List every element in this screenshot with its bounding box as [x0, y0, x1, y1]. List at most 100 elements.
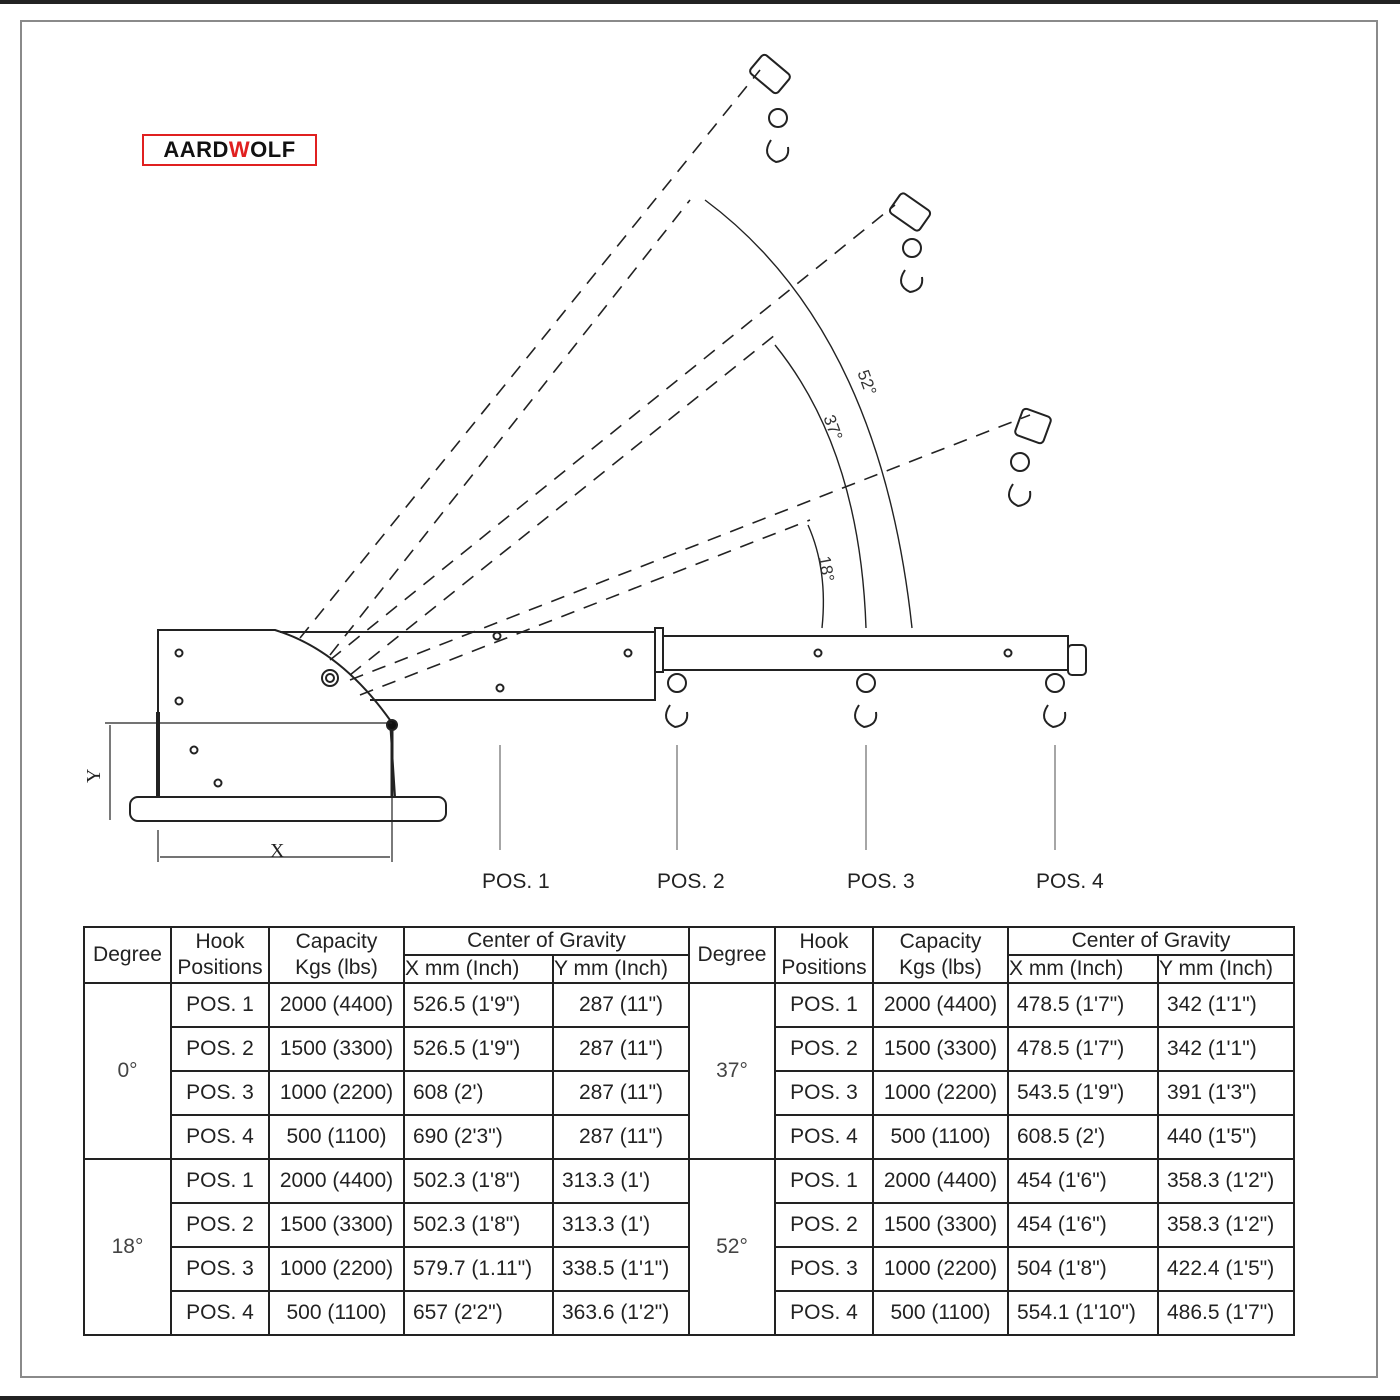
header-degree: Degree	[83, 926, 172, 984]
position-cell: POS. 3	[774, 1070, 874, 1116]
position-cell: POS. 1	[170, 1158, 270, 1204]
jib-boom-diagram: X Y 52° 37° 18°	[83, 53, 1087, 862]
capacity-cell: 500 (1100)	[872, 1114, 1009, 1160]
cog-x-cell: 543.5 (1'9")	[1007, 1070, 1159, 1116]
capacity-cell: 2000 (4400)	[268, 982, 405, 1028]
cog-y-cell: 358.3 (1'2")	[1157, 1158, 1295, 1204]
capacity-cell: 1000 (2200)	[872, 1246, 1009, 1292]
cog-y-cell: 287 (11")	[552, 982, 690, 1028]
position-cell: POS. 3	[170, 1246, 270, 1292]
table-subheader-row: X mm (Inch) Y mm (Inch) X mm (Inch) Y mm…	[84, 954, 1295, 984]
cog-x-cell: 454 (1'6")	[1007, 1158, 1159, 1204]
top-border	[0, 0, 1400, 4]
cog-y-cell: 363.6 (1'2")	[552, 1290, 690, 1336]
hook-pos3	[854, 673, 878, 729]
arc-37	[774, 344, 867, 629]
position-cell: POS. 4	[170, 1114, 270, 1160]
degree-cell: 0°	[83, 982, 172, 1160]
page-frame	[20, 20, 1378, 1378]
capacity-cell: 1500 (3300)	[268, 1026, 405, 1072]
cog-y-cell: 486.5 (1'7")	[1157, 1290, 1295, 1336]
cog-y-cell: 287 (11")	[552, 1114, 690, 1160]
capacity-cell: 1000 (2200)	[872, 1070, 1009, 1116]
header-degree: Degree	[688, 926, 776, 984]
header-y: Y mm (Inch)	[1157, 954, 1295, 984]
header-x: X mm (Inch)	[1007, 954, 1159, 984]
capacity-cell: 500 (1100)	[268, 1290, 405, 1336]
logo-text-left: AARD	[163, 137, 229, 162]
degree-cell: 52°	[688, 1158, 776, 1336]
cog-x-cell: 504 (1'8")	[1007, 1246, 1159, 1292]
cog-y-cell: 287 (11")	[552, 1026, 690, 1072]
pos-4-label: POS. 4	[1036, 870, 1104, 893]
capacity-cell: 1000 (2200)	[268, 1246, 405, 1292]
wolf-head-icon: W	[228, 137, 251, 162]
cog-x-cell: 454 (1'6")	[1007, 1202, 1159, 1248]
dim-x-label: X	[270, 840, 285, 862]
cog-y-cell: 313.3 (1')	[552, 1202, 690, 1248]
cog-x-cell: 690 (2'3")	[403, 1114, 554, 1160]
capacity-cell: 2000 (4400)	[872, 982, 1009, 1028]
cog-y-cell: 342 (1'1")	[1157, 1026, 1295, 1072]
capacity-cell: 500 (1100)	[268, 1114, 405, 1160]
position-cell: POS. 4	[774, 1290, 874, 1336]
angle-label-18: 18°	[815, 555, 838, 584]
angle-label-52: 52°	[854, 367, 881, 398]
degree-cell: 18°	[83, 1158, 172, 1336]
capacity-cell: 1500 (3300)	[268, 1202, 405, 1248]
capacity-cell: 2000 (4400)	[872, 1158, 1009, 1204]
hook-pos4	[1043, 673, 1067, 729]
base-bracket	[157, 629, 397, 798]
degree-cell: 37°	[688, 982, 776, 1160]
cog-y-cell: 287 (11")	[552, 1070, 690, 1116]
cog-x-cell: 657 (2'2")	[403, 1290, 554, 1336]
cog-y-cell: 313.3 (1')	[552, 1158, 690, 1204]
cog-x-cell: 579.7 (1.11")	[403, 1246, 554, 1292]
position-cell: POS. 4	[170, 1290, 270, 1336]
pos-2-label: POS. 2	[657, 870, 725, 893]
cog-y-cell: 422.4 (1'5")	[1157, 1246, 1295, 1292]
cog-x-cell: 554.1 (1'10")	[1007, 1290, 1159, 1336]
position-cell: POS. 2	[774, 1026, 874, 1072]
capacity-cell: 1000 (2200)	[268, 1070, 405, 1116]
angle-label-37: 37°	[820, 412, 847, 443]
position-cell: POS. 2	[170, 1202, 270, 1248]
hook-pos2	[665, 673, 689, 729]
pos-3-label: POS. 3	[847, 870, 915, 893]
cog-x-cell: 502.3 (1'8")	[403, 1158, 554, 1204]
cog-x-cell: 608 (2')	[403, 1070, 554, 1116]
cog-y-cell: 440 (1'5")	[1157, 1114, 1295, 1160]
arc-18	[807, 524, 825, 629]
position-cell: POS. 1	[170, 982, 270, 1028]
capacity-cell: 1500 (3300)	[872, 1202, 1009, 1248]
arc-52	[704, 199, 913, 629]
logo-text-right: OLF	[250, 137, 296, 162]
header-center-of-gravity: Center of Gravity	[403, 926, 690, 956]
pos-1-label: POS. 1	[482, 870, 550, 893]
cog-x-cell: 608.5 (2')	[1007, 1114, 1159, 1160]
position-cell: POS. 1	[774, 982, 874, 1028]
cog-x-cell: 478.5 (1'7")	[1007, 982, 1159, 1028]
position-cell: POS. 3	[170, 1070, 270, 1116]
position-cell: POS. 2	[170, 1026, 270, 1072]
dim-y-label: Y	[83, 769, 105, 783]
position-cell: POS. 1	[774, 1158, 874, 1204]
fork-pocket	[129, 796, 447, 822]
capacity-cell: 2000 (4400)	[268, 1158, 405, 1204]
capacity-cell: 500 (1100)	[872, 1290, 1009, 1336]
